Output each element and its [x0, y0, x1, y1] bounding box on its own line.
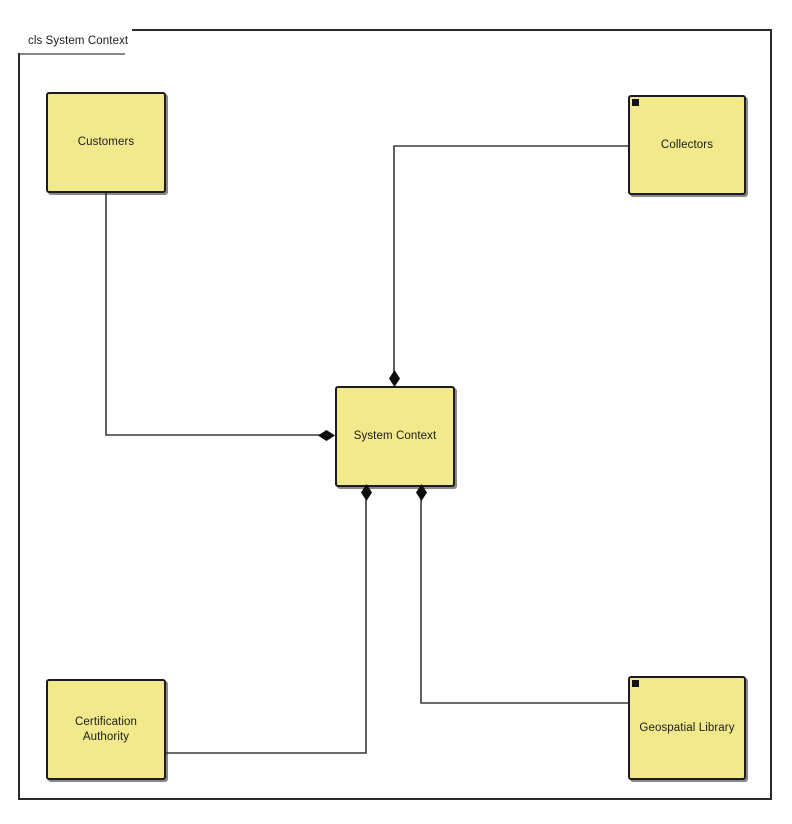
corner-marker-icon: [632, 99, 639, 106]
node-collectors[interactable]: Collectors: [628, 95, 746, 195]
frame-label-slant: [122, 29, 138, 55]
node-customers[interactable]: Customers: [46, 92, 166, 193]
frame-label-tab: cls System Context: [18, 29, 133, 53]
node-customers-label: Customers: [77, 136, 135, 148]
corner-marker-icon: [632, 680, 639, 687]
node-geospatial-library[interactable]: Geospatial Library: [628, 676, 746, 780]
node-collectors-label: Collectors: [660, 138, 714, 151]
node-system-context-label: System Context: [353, 430, 437, 442]
node-system-context[interactable]: System Context: [335, 386, 455, 487]
frame-label-text: cls System Context: [28, 35, 129, 47]
frame-label-underline: [20, 53, 125, 55]
node-certification-authority-label: Certification Authority: [74, 715, 138, 743]
node-certification-authority[interactable]: Certification Authority: [46, 679, 166, 780]
node-geospatial-library-label: Geospatial Library: [639, 721, 735, 734]
